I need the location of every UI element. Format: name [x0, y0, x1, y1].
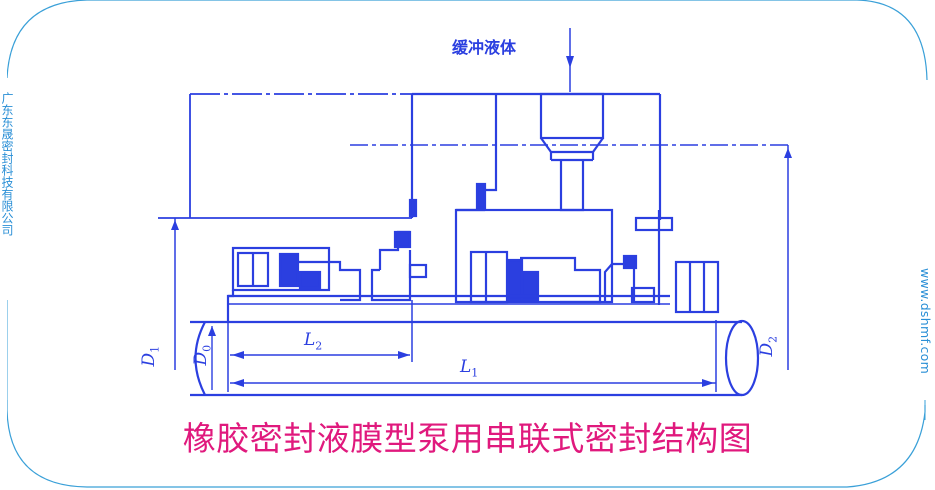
company-watermark: 广东东晟密封科技有限公司 [0, 92, 14, 236]
dimension-letter: L [460, 357, 472, 377]
dimension-d1: D1 [139, 346, 161, 367]
buffer-fluid-label: 缓冲液体 [452, 38, 517, 57]
dimension-letter: D [139, 352, 160, 367]
dimension-subscript: 1 [471, 366, 479, 380]
website-watermark[interactable]: www.dshmf.com [918, 268, 933, 375]
dimension-l2: L2 [304, 330, 322, 352]
dimension-subscript: 0 [200, 344, 214, 352]
dimension-subscript: 2 [766, 335, 780, 343]
dimension-subscript: 2 [315, 339, 323, 353]
dimension-letter: D [191, 351, 212, 366]
rounded-frame [7, 0, 928, 488]
dimension-d2: D2 [757, 336, 779, 357]
dimension-letter: L [304, 330, 316, 350]
figure-caption: 橡胶密封液膜型泵用串联式密封结构图 [182, 419, 753, 458]
dimension-l1: L1 [460, 357, 478, 379]
dimension-letter: D [757, 342, 778, 357]
dimension-d0: D0 [191, 345, 213, 366]
dimension-subscript: 1 [148, 345, 162, 353]
